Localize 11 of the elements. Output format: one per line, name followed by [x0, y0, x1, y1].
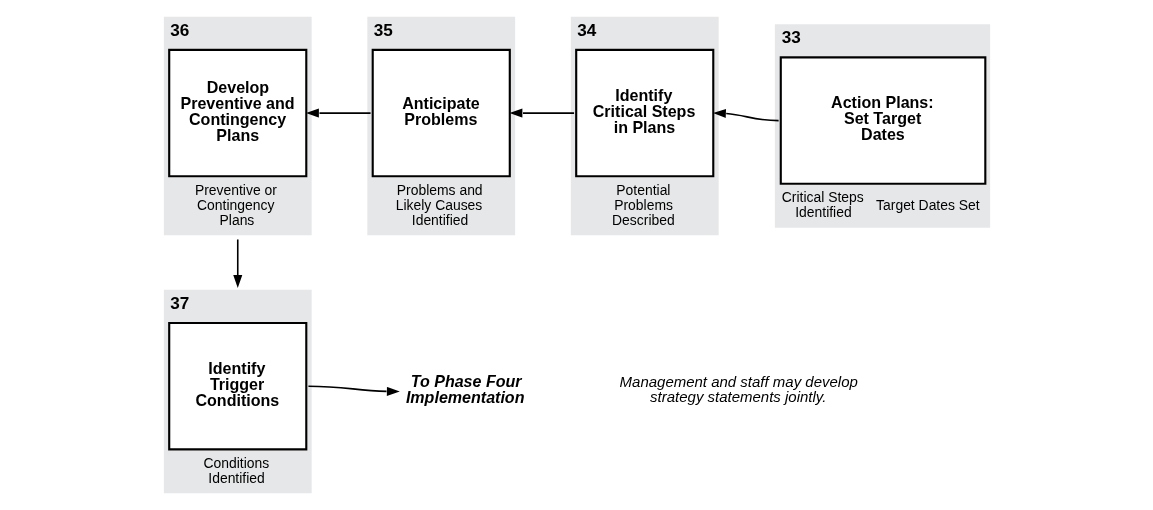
- node-box: 36 Develop Preventive and Contingency Plans Preventive or Contingency Plans: [163, 16, 312, 236]
- label: Management and staff may develop strategy statements jointly.: [619, 373, 858, 406]
- arrow: [232, 238, 242, 288]
- arrow: [509, 108, 575, 118]
- node-box: 35 Anticipate Problems Problems and Likely Causes Identified: [366, 16, 515, 236]
- node-box: 34 Identify Critical Steps in Plans Potential Problems Described: [570, 16, 719, 236]
- node-text: To Phase Four Implementation: [405, 372, 524, 407]
- arrow: [307, 385, 400, 396]
- node-box: 37 Identify Trigger Conditions Conditions Identified: [163, 289, 312, 494]
- arrow: [712, 108, 779, 122]
- arrow: [305, 108, 371, 118]
